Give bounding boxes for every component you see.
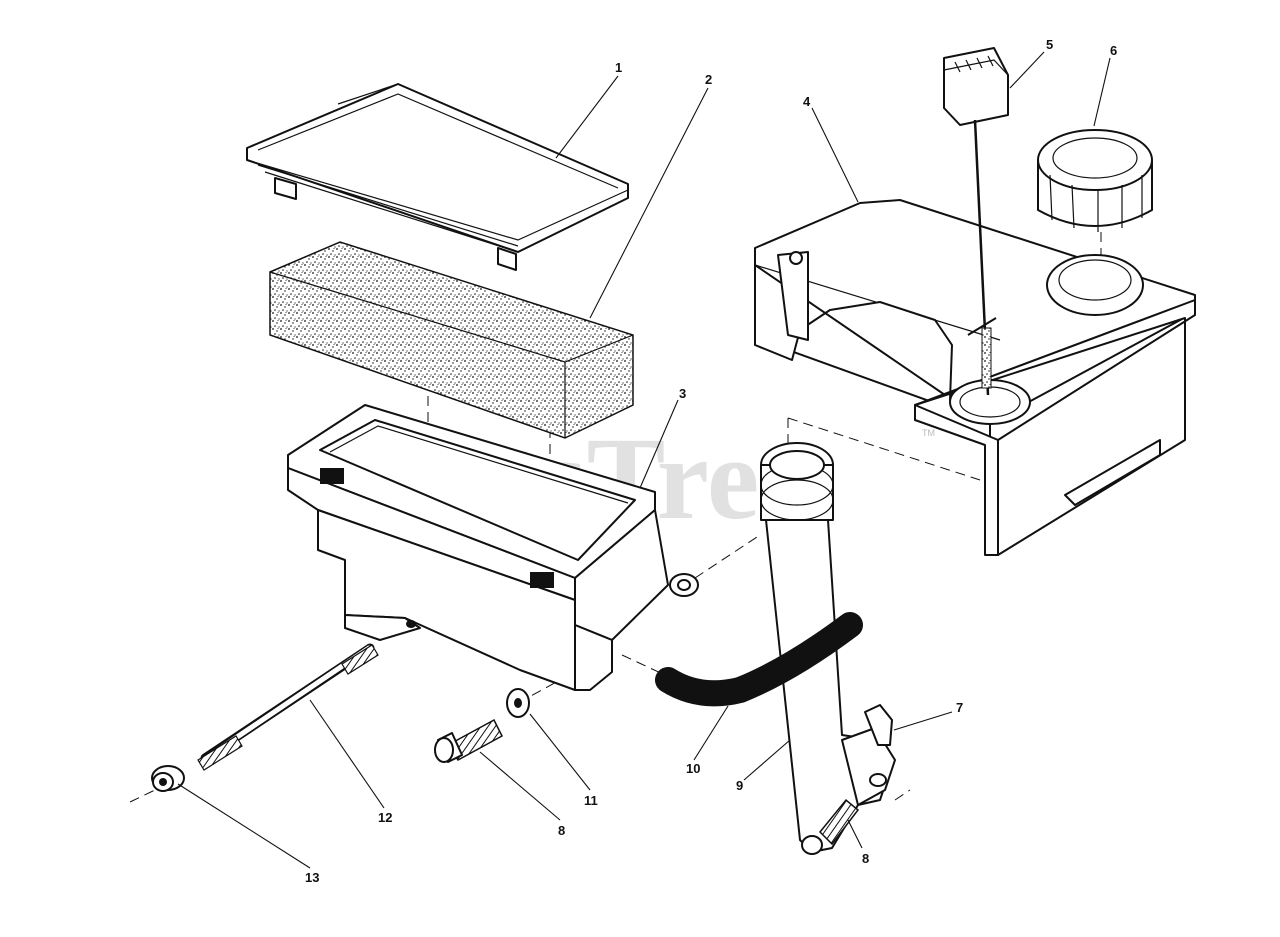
callout-11: 11 xyxy=(584,793,598,808)
callout-12: 12 xyxy=(378,810,392,825)
callouts: 1 2 3 4 5 6 7 8 8 9 10 11 12 13 xyxy=(305,37,1117,885)
stud xyxy=(197,643,379,771)
foam-filter-element xyxy=(269,241,634,439)
bolt-right xyxy=(801,798,860,855)
nut xyxy=(151,765,185,792)
fill-tube xyxy=(760,442,896,853)
breather-hose xyxy=(655,612,863,707)
fuel-tank xyxy=(754,199,1196,556)
callout-5: 5 xyxy=(1046,37,1053,52)
callout-3: 3 xyxy=(679,386,686,401)
callout-8-bolt-left: 8 xyxy=(558,823,565,838)
washer xyxy=(506,688,530,718)
leader-lines xyxy=(177,51,1111,869)
air-filter-housing xyxy=(287,404,699,691)
callout-9: 9 xyxy=(736,778,743,793)
callout-4: 4 xyxy=(803,94,811,109)
callout-13: 13 xyxy=(305,870,319,885)
callout-10: 10 xyxy=(686,761,700,776)
callout-1: 1 xyxy=(615,60,622,75)
bolt-left xyxy=(434,718,503,763)
dipstick xyxy=(943,47,1009,396)
callout-6: 6 xyxy=(1110,43,1117,58)
callout-2: 2 xyxy=(705,72,712,87)
callout-7: 7 xyxy=(956,700,963,715)
watermark-trademark: TM xyxy=(922,428,935,438)
fuel-cap xyxy=(1037,129,1153,232)
air-filter-cover xyxy=(246,83,629,271)
callout-8-bolt-right: 8 xyxy=(862,851,869,866)
